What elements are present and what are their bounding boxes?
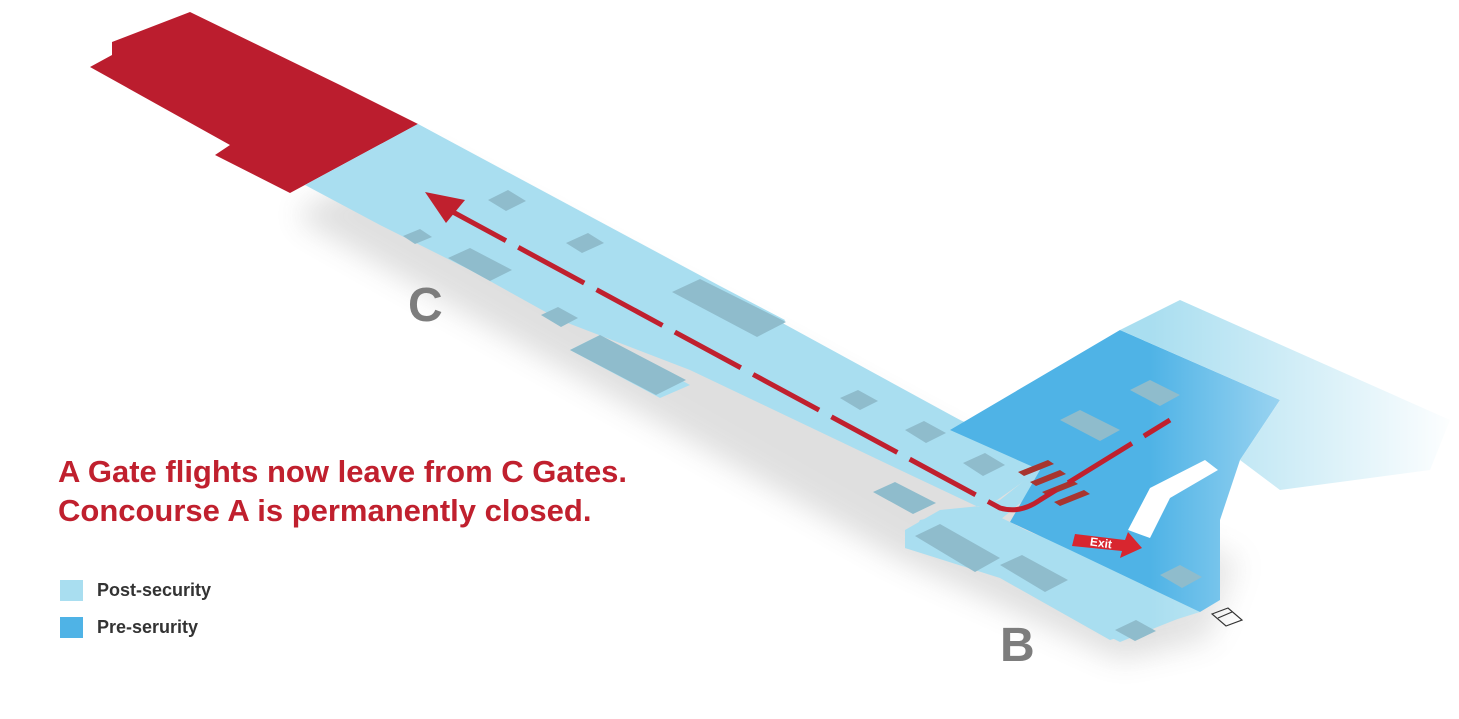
gate-blocks: [403, 190, 1202, 641]
legend-item-pre-security: Pre-serurity: [60, 615, 211, 639]
headline-line-2: Concourse A is permanently closed.: [58, 493, 592, 528]
closed-concourse-area: [90, 12, 418, 193]
concourse-b-label: B: [1000, 619, 1035, 672]
legend-label: Pre-serurity: [97, 616, 199, 637]
legend-label: Post-security: [97, 579, 212, 600]
route-line: [438, 202, 1172, 513]
stair-marker: [1210, 607, 1244, 627]
legend-swatch: [60, 616, 83, 638]
walkway: [1128, 460, 1218, 538]
route-arrowhead: [425, 192, 465, 223]
exit-arrow: [1072, 532, 1142, 558]
legend-swatch: [60, 579, 83, 601]
headline-line-1: A Gate flights now leave from C Gates.: [58, 454, 628, 489]
legend: Post-security Pre-serurity: [60, 578, 211, 652]
legend-item-post-security: Post-security: [60, 578, 211, 602]
exit-label: Exit: [1089, 534, 1113, 552]
headline: A Gate flights now leave from C Gates. C…: [58, 452, 627, 530]
concourse-c-label: C: [408, 279, 443, 332]
